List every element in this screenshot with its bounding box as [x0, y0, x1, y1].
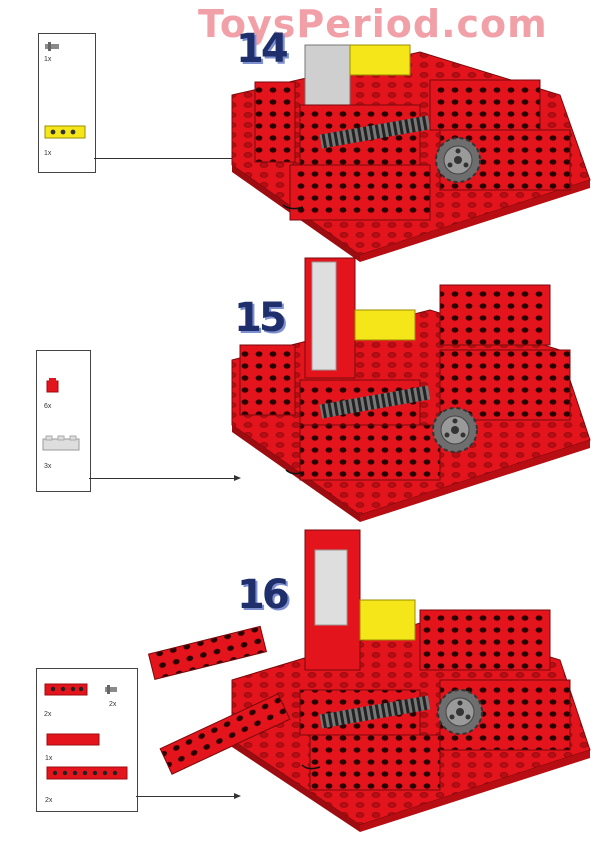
arrow-step-14 — [94, 155, 241, 161]
part-qty-label: 1x — [45, 755, 53, 762]
parts-box-step-16: 2x 2x 1x 2x — [36, 668, 138, 812]
red-brick-icon — [46, 378, 59, 393]
parts-box-step-14: 1x 1x — [38, 33, 96, 173]
pin-icon — [45, 42, 59, 51]
part-qty-label: 6x — [44, 403, 52, 410]
parts-step-15-graphic — [42, 378, 80, 451]
part-qty-label: 2x — [44, 711, 52, 718]
pin-icon — [105, 685, 117, 694]
part-qty-label: 2x — [109, 701, 117, 708]
part-qty-label: 1x — [44, 150, 52, 157]
step-number-15: 15 — [234, 295, 287, 341]
part-qty-label: 3x — [44, 463, 52, 470]
red-beam-long-2-icon — [46, 766, 128, 780]
part-qty-label: 2x — [45, 797, 53, 804]
model-step-16 — [147, 529, 591, 832]
step-number-16: 16 — [237, 572, 290, 618]
arrow-step-16 — [136, 793, 241, 799]
parts-step-16-graphic — [44, 683, 128, 780]
model-step-14 — [231, 44, 591, 262]
arrow-step-15 — [89, 475, 241, 481]
yellow-beam-icon — [44, 125, 86, 139]
watermark: ToysPeriod.com — [198, 2, 548, 46]
model-step-15 — [231, 257, 591, 522]
white-brick-icon — [42, 435, 80, 451]
step-number-14: 14 — [236, 26, 289, 72]
parts-step-14-graphic — [44, 42, 86, 139]
red-beam-long-icon — [46, 733, 100, 746]
parts-box-step-15: 6x 3x — [36, 350, 91, 492]
red-beam-icon — [44, 683, 88, 696]
part-qty-label: 1x — [44, 56, 52, 63]
